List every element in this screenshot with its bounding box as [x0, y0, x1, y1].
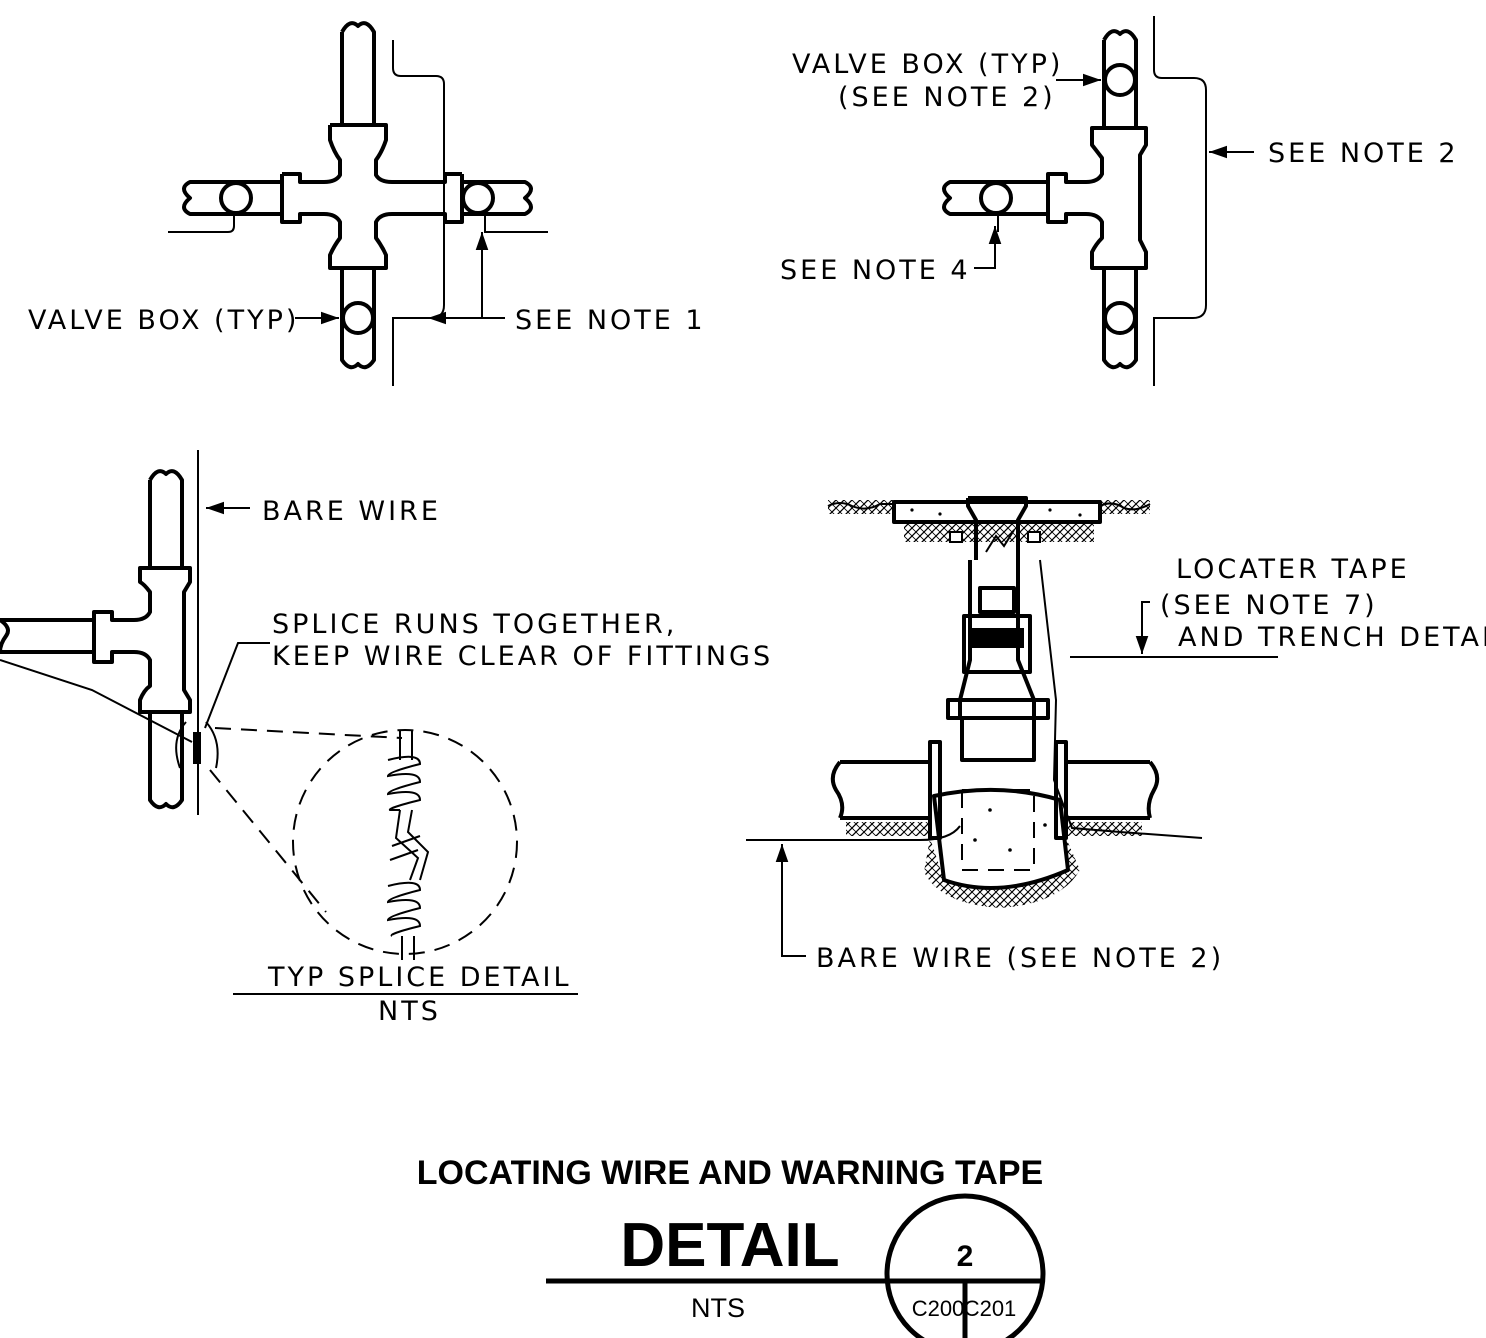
detail-callout-bubble [884, 1193, 1046, 1338]
cross-fitting-diagram [168, 21, 548, 386]
tee-fitting-diagram [942, 16, 1254, 386]
callout-sheet-right: C201 [964, 1296, 1017, 1321]
label-bare-wire: BARE WIRE [262, 496, 441, 527]
title-main: LOCATING WIRE AND WARNING TAPE [417, 1154, 1043, 1192]
splice-detail-magnified [209, 727, 578, 995]
title-nts: NTS [691, 1293, 745, 1323]
label-see-note-2: SEE NOTE 2 [1268, 138, 1459, 169]
valve-section-diagram [746, 496, 1278, 957]
label-see-note-2-paren: (SEE NOTE 2) [838, 82, 1056, 113]
label-locater-line2: (SEE NOTE 7) [1160, 590, 1378, 621]
label-splice-nts: NTS [378, 996, 441, 1027]
callout-number: 2 [957, 1240, 974, 1273]
label-splice-line1: SPLICE RUNS TOGETHER, [272, 609, 677, 640]
label-splice-line2: KEEP WIRE CLEAR OF FITTINGS [272, 641, 773, 672]
title-detail: DETAIL [620, 1211, 839, 1280]
label-valve-box-left: VALVE BOX (TYP) [28, 305, 299, 336]
callout-sheet-left: C200 [912, 1296, 965, 1321]
label-bare-wire-note2: BARE WIRE (SEE NOTE 2) [816, 943, 1224, 974]
label-see-note-4: SEE NOTE 4 [780, 255, 971, 286]
label-typ-splice-detail: TYP SPLICE DETAIL [267, 962, 572, 993]
label-see-note-1: SEE NOTE 1 [515, 305, 706, 336]
label-locater-line1: LOCATER TAPE [1176, 554, 1410, 585]
tee-splice-diagram [0, 450, 270, 815]
label-valve-box-top-right: VALVE BOX (TYP) [792, 49, 1063, 80]
label-locater-line3: AND TRENCH DETAIL [1178, 622, 1486, 653]
